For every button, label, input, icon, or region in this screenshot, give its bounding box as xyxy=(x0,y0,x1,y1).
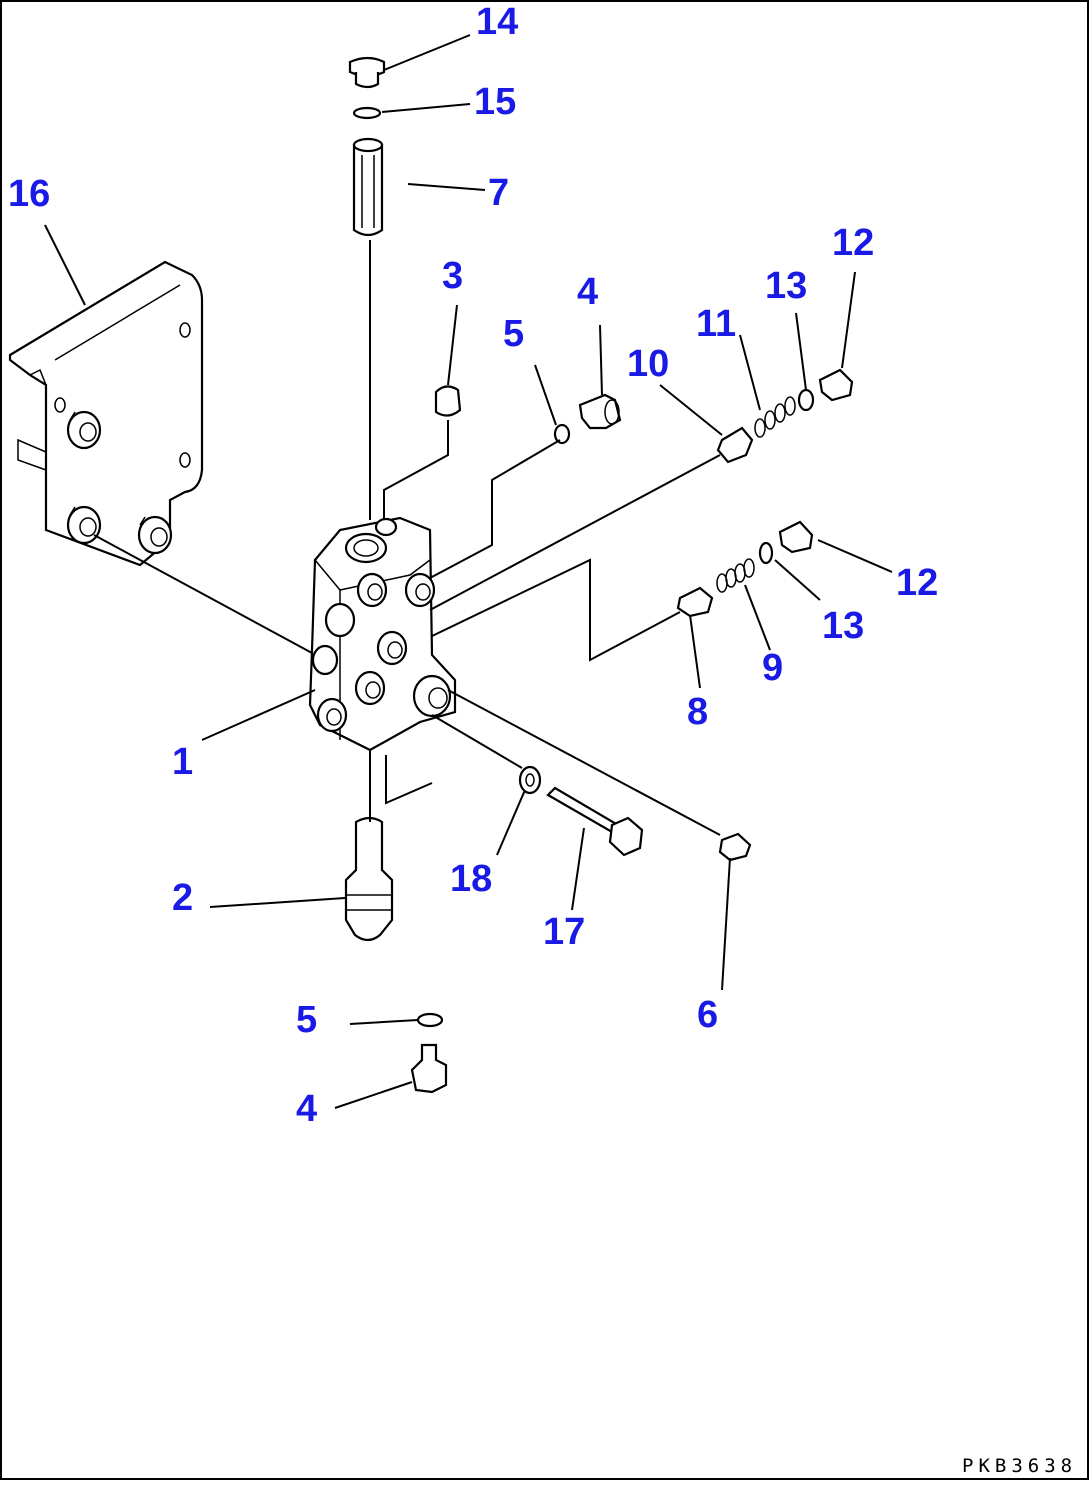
callout-13-mid: 13 xyxy=(822,605,864,647)
spring-part-11 xyxy=(754,396,796,438)
callout-11: 11 xyxy=(696,303,736,345)
callout-7: 7 xyxy=(488,172,509,214)
callout-2: 2 xyxy=(172,877,193,919)
plug-part-3 xyxy=(434,385,462,417)
callout-17: 17 xyxy=(543,911,585,953)
plug-part-12-top xyxy=(818,368,854,402)
bolt-part-17 xyxy=(546,786,644,857)
callout-5-bottom: 5 xyxy=(296,999,317,1041)
callout-9: 9 xyxy=(762,647,783,689)
plug-part-14 xyxy=(348,56,386,89)
ring-part-13-top xyxy=(797,388,815,412)
bracket-part-16 xyxy=(8,260,204,567)
washer-part-18 xyxy=(518,765,542,795)
callout-18: 18 xyxy=(450,858,492,900)
callout-12-top: 12 xyxy=(832,222,874,264)
plug-part-12-mid xyxy=(778,520,814,554)
oring-part-15 xyxy=(352,106,382,120)
callout-12-mid: 12 xyxy=(896,562,938,604)
fitting-part-4-bottom xyxy=(410,1043,448,1094)
callout-4-top: 4 xyxy=(577,271,598,313)
poppet-part-8 xyxy=(676,586,714,618)
oring-part-5-bottom xyxy=(416,1012,444,1028)
callout-3: 3 xyxy=(442,255,463,297)
drawing-code: PKB3638 xyxy=(962,1455,1077,1477)
fitting-part-4-top xyxy=(578,393,622,430)
callout-labels: 14 15 7 16 3 4 5 10 11 13 12 12 13 9 8 1… xyxy=(8,1,938,1130)
oring-part-5-top xyxy=(553,423,571,445)
callout-13-top: 13 xyxy=(765,265,807,307)
callout-15: 15 xyxy=(474,81,516,123)
spring-part-9 xyxy=(716,558,755,593)
callout-8: 8 xyxy=(687,691,708,733)
callout-1: 1 xyxy=(172,741,193,783)
relief-valve-part-2 xyxy=(344,816,394,942)
plug-part-6 xyxy=(718,832,752,862)
callout-4-bottom: 4 xyxy=(296,1088,317,1130)
leader-lines xyxy=(44,34,893,1109)
filter-part-7 xyxy=(352,137,384,237)
callout-14: 14 xyxy=(476,1,518,43)
callout-6: 6 xyxy=(697,994,718,1036)
callout-10: 10 xyxy=(627,343,669,385)
ring-part-13-mid xyxy=(758,541,774,565)
callout-16: 16 xyxy=(8,173,50,215)
poppet-part-10 xyxy=(716,426,754,464)
callout-5-top: 5 xyxy=(503,313,524,355)
valve-body-part-1 xyxy=(308,516,457,752)
